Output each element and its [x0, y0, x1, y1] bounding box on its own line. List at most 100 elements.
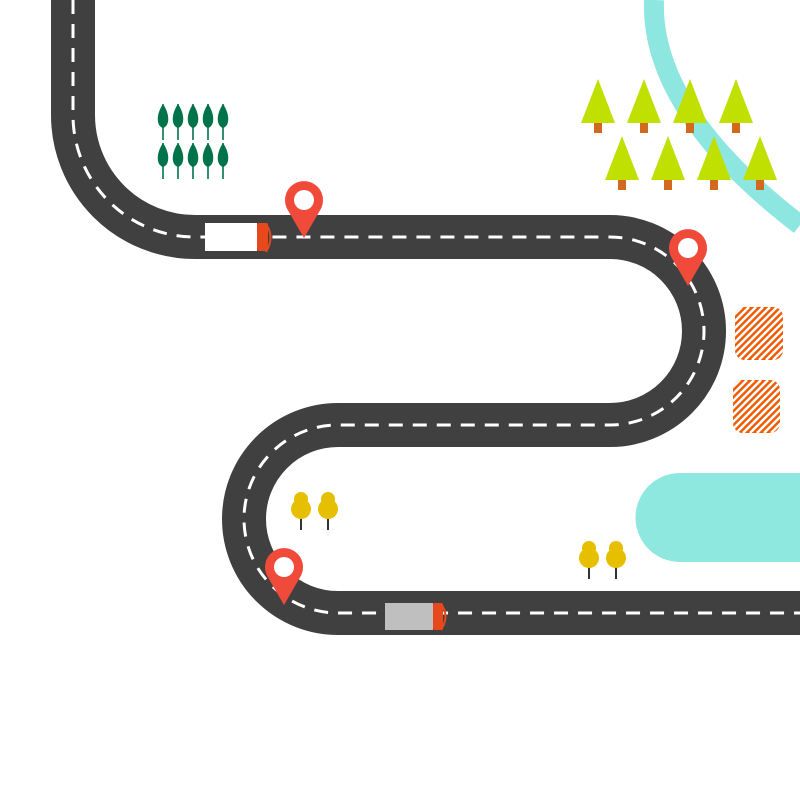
field-stripes — [733, 380, 800, 433]
field-stripe — [792, 380, 800, 433]
truck-front-icon — [440, 603, 447, 631]
field-stripe — [733, 380, 755, 433]
tree-crown — [157, 143, 169, 167]
pine-tree-icon — [719, 79, 753, 133]
round-tree-icon — [606, 541, 626, 579]
round-tree-icon — [318, 492, 338, 530]
field-2 — [733, 380, 800, 433]
truck-cab — [257, 223, 268, 251]
field-stripe — [763, 380, 780, 433]
truck-front-icon — [265, 223, 272, 253]
pin-hole — [678, 238, 698, 258]
tree-crown — [651, 136, 685, 180]
truck-body — [205, 223, 257, 251]
pine-tree-icon — [651, 136, 685, 190]
field-stripe — [742, 380, 780, 433]
tree-crown — [606, 548, 626, 568]
tree-trunk — [618, 180, 626, 190]
tree-crown — [605, 136, 639, 180]
tree-trunk — [664, 180, 672, 190]
cypress-tree-icon — [187, 104, 199, 140]
field-stripe — [777, 380, 780, 433]
field-stripe — [794, 307, 800, 360]
pine-tree-icon — [581, 79, 615, 133]
pine-tree-icon — [743, 136, 777, 190]
field-stripe — [751, 307, 783, 360]
field-stripe — [733, 380, 769, 433]
field-stripe — [733, 380, 776, 433]
cypress-tree-icon — [187, 143, 199, 179]
truck-body — [385, 603, 433, 630]
pine-grove — [581, 79, 777, 190]
map-pin-icon — [285, 181, 323, 238]
tree-crown — [187, 104, 199, 128]
cypress-tree-icon — [157, 143, 169, 179]
tree-crown — [697, 136, 731, 180]
map-pin-icon — [669, 229, 707, 286]
field-stripes — [735, 307, 800, 360]
tree-crown — [172, 143, 184, 167]
tree-crown — [627, 79, 661, 123]
round-tree-icon — [579, 541, 599, 579]
pine-tree-icon — [697, 136, 731, 190]
road-surface — [51, 0, 800, 635]
tree-crown — [172, 104, 184, 128]
cypress-tree-icon — [157, 104, 169, 140]
field-stripe — [735, 307, 783, 360]
truck-cab — [433, 603, 443, 630]
cypress-tree-icon — [172, 104, 184, 140]
pin-hole — [294, 190, 314, 210]
field-stripe — [756, 380, 780, 433]
field-stripe — [735, 380, 780, 433]
tree-crown — [318, 499, 338, 519]
tree-trunk — [710, 180, 718, 190]
cypress-tree-icon — [217, 143, 229, 179]
field-stripe — [737, 307, 783, 360]
tree-trunk — [594, 123, 602, 133]
field-1 — [735, 307, 800, 360]
pine-tree-icon — [605, 136, 639, 190]
pine-tree-icon — [673, 79, 707, 133]
tree-trunk — [756, 180, 764, 190]
road — [51, 0, 800, 635]
field-stripe — [733, 380, 780, 433]
field-stripe — [733, 380, 762, 433]
tree-crown — [157, 104, 169, 128]
tree-trunk — [732, 123, 740, 133]
cypress-grove — [157, 104, 229, 179]
map-pin-icon — [265, 548, 304, 605]
tree-crown — [202, 143, 214, 167]
field-stripe — [735, 307, 757, 360]
field-stripe — [758, 307, 783, 360]
tree-crown — [217, 104, 229, 128]
field-stripe — [749, 380, 780, 433]
field-stripe — [735, 307, 764, 360]
truck-grey — [385, 603, 447, 631]
field-stripe — [733, 380, 748, 433]
cypress-tree-icon — [217, 104, 229, 140]
tree-crown — [187, 143, 199, 167]
field-stripe — [735, 307, 778, 360]
field-stripe — [770, 380, 780, 433]
tree-crown — [719, 79, 753, 123]
pine-tree-icon — [627, 79, 661, 133]
cypress-tree-icon — [172, 143, 184, 179]
tree-crown — [291, 499, 311, 519]
field-stripe — [772, 307, 783, 360]
tree-crown — [743, 136, 777, 180]
field-stripe — [785, 380, 800, 433]
tree-crown — [579, 548, 599, 568]
pin-hole — [274, 557, 294, 577]
field-stripe — [744, 307, 783, 360]
field-stripe — [765, 307, 783, 360]
truck-white — [205, 223, 272, 253]
round-trees — [291, 492, 626, 579]
tree-crown — [217, 143, 229, 167]
round-tree-icon — [291, 492, 311, 530]
field-stripe — [735, 307, 750, 360]
tree-trunk — [686, 123, 694, 133]
cypress-tree-icon — [202, 104, 214, 140]
lake — [635, 473, 800, 562]
cypress-tree-icon — [202, 143, 214, 179]
